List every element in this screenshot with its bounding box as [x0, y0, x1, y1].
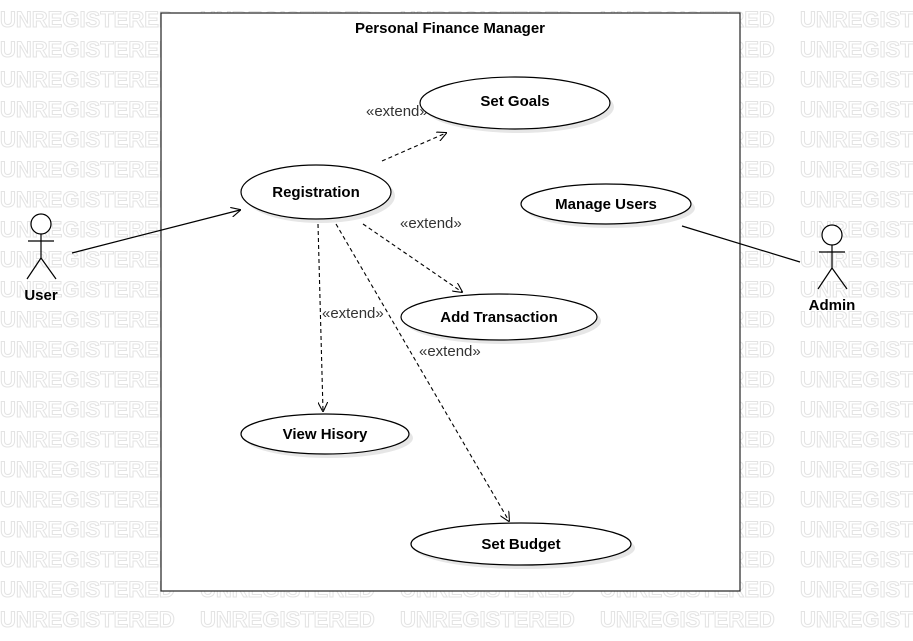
watermark-text: UNREGISTERED [0, 337, 175, 362]
actor-admin[interactable]: Admin [809, 224, 856, 314]
watermark-text: UNREGISTERED [0, 367, 175, 392]
use-case-label: Set Budget [481, 536, 560, 553]
watermark-text: UNREGISTERED [800, 487, 913, 512]
watermark-text: UNREGISTERED [0, 607, 175, 632]
watermark-text: UNREGISTERED [800, 367, 913, 392]
actor-user[interactable]: User [24, 213, 58, 304]
watermark-text: UNREGISTERED [800, 277, 913, 302]
use-case-label: Registration [272, 184, 360, 201]
watermark-text: UNREGISTERED [0, 547, 175, 572]
actor-head-icon [30, 213, 52, 235]
watermark-text: UNREGISTERED [0, 7, 175, 32]
watermark-text: UNREGISTERED [800, 307, 913, 332]
watermark-text: UNREGISTERED [0, 517, 175, 542]
use-case-set-goals[interactable]: Set Goals [419, 76, 614, 133]
use-case-add-transaction[interactable]: Add Transaction [400, 293, 601, 344]
watermark-text: UNREGISTERED [800, 7, 913, 32]
watermark-text: UNREGISTERED [0, 427, 175, 452]
extend-label-view-history: «extend» [322, 305, 384, 322]
watermark-text: UNREGISTERED [800, 157, 913, 182]
watermark-text: UNREGISTERED [0, 67, 175, 92]
watermark-text: UNREGISTERED [800, 607, 913, 632]
extend-label-set-budget: «extend» [419, 343, 481, 360]
watermark-text: UNREGISTERED [0, 187, 175, 212]
watermark-text: UNREGISTERED [800, 67, 913, 92]
watermark-text: UNREGISTERED [0, 97, 175, 122]
actor-head-icon [821, 224, 843, 246]
use-case-label: Add Transaction [440, 309, 558, 326]
watermark-text: UNREGISTERED [0, 37, 175, 62]
watermark-text: UNREGISTERED [0, 247, 175, 272]
system-title: Personal Finance Manager [355, 20, 545, 37]
watermark-text: UNREGISTERED [0, 487, 175, 512]
use-case-view-history[interactable]: View Hisory [240, 413, 413, 458]
watermark-text: UNREGISTERED [800, 337, 913, 362]
watermark-text: UNREGISTERED [800, 127, 913, 152]
use-case-label: Manage Users [555, 196, 657, 213]
watermark-text: UNREGISTERED [800, 97, 913, 122]
watermark-text: UNREGISTERED [200, 607, 375, 632]
watermark-text: UNREGISTERED [600, 607, 775, 632]
extend-line-view-history [317, 223, 323, 411]
watermark-text: UNREGISTERED [0, 397, 175, 422]
watermark-text: UNREGISTERED [400, 607, 575, 632]
watermark-text: UNREGISTERED [0, 577, 175, 602]
extend-line-set-goals [381, 133, 446, 162]
extend-label-add-transaction: «extend» [400, 215, 462, 232]
watermark-text: UNREGISTERED [0, 217, 175, 242]
association-user-registration [71, 210, 240, 254]
use-case-label: View Hisory [283, 426, 368, 443]
extend-line-set-budget [335, 223, 509, 521]
extend-line-add-transaction [362, 223, 462, 292]
watermark-text: UNREGISTERED [800, 37, 913, 62]
use-case-registration[interactable]: Registration [240, 164, 395, 223]
watermark-text: UNREGISTERED [0, 127, 175, 152]
use-case-set-budget[interactable]: Set Budget [410, 522, 635, 569]
watermark-text: UNREGISTERED [0, 277, 175, 302]
watermark-text: UNREGISTERED [0, 157, 175, 182]
extend-label-set-goals: «extend» [366, 103, 428, 120]
use-case-label: Set Goals [480, 93, 549, 110]
watermark-text: UNREGISTERED [800, 217, 913, 242]
watermark-text: UNREGISTERED [800, 577, 913, 602]
actor-label-admin: Admin [809, 297, 856, 314]
watermark-text: UNREGISTERED [800, 187, 913, 212]
watermark-text: UNREGISTERED [0, 457, 175, 482]
watermark-text: UNREGISTERED [800, 517, 913, 542]
watermark-text: UNREGISTERED [800, 397, 913, 422]
actor-label-user: User [24, 287, 58, 304]
association-admin-manage-users [681, 225, 801, 263]
watermark-text: UNREGISTERED [800, 547, 913, 572]
use-case-manage-users[interactable]: Manage Users [520, 183, 695, 228]
watermark-text: UNREGISTERED [0, 307, 175, 332]
watermark-text: UNREGISTERED [800, 427, 913, 452]
watermark-text: UNREGISTERED [800, 457, 913, 482]
watermark-text: UNREGISTERED [800, 247, 913, 272]
